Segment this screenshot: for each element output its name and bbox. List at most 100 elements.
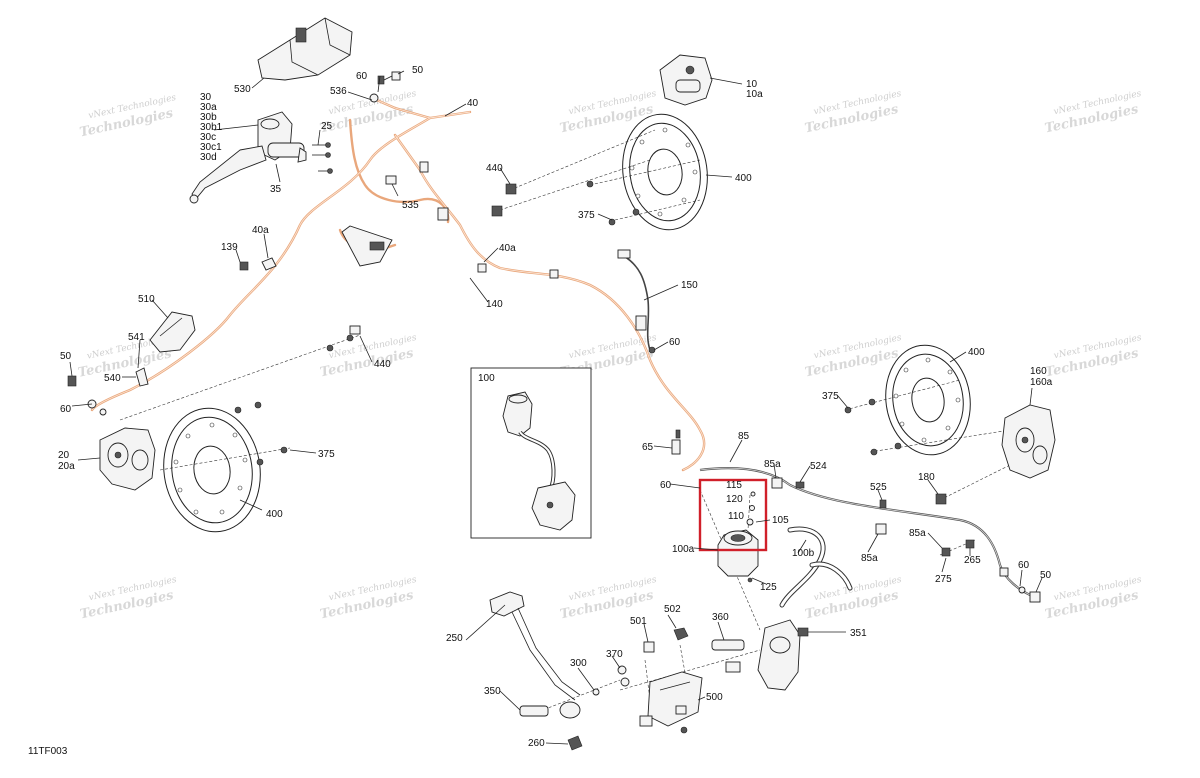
bolt-139	[239, 257, 277, 271]
caliper-20	[99, 427, 156, 491]
callout-139: 139	[221, 242, 238, 253]
callout-250: 250	[446, 633, 463, 644]
watermark: vNext Technologies Technologies	[804, 333, 903, 381]
callout-85a-a: 85a	[764, 459, 781, 470]
leader-lines	[69, 70, 1043, 745]
callout-502: 502	[664, 604, 681, 615]
callout-30: 30	[200, 92, 212, 103]
callout-375-left: 375	[318, 449, 335, 460]
callout-110: 110	[728, 511, 744, 522]
callout-501: 501	[630, 616, 647, 627]
callout-65: 65	[642, 442, 654, 453]
callout-30b: 30b	[200, 112, 217, 123]
callout-105: 105	[772, 515, 789, 526]
callout-40: 40	[467, 98, 479, 109]
bolts-25	[312, 142, 333, 174]
callout-25: 25	[321, 121, 333, 132]
callout-115: 115	[726, 480, 742, 491]
callout-535: 535	[402, 200, 419, 211]
callout-125: 125	[760, 582, 777, 593]
callout-60-lower: 60	[660, 480, 672, 491]
watermark: vNext Technologies Technologies	[79, 575, 178, 623]
brake-hose-lines	[90, 96, 706, 472]
diagram-code: 11TF003	[28, 746, 68, 757]
bracket-530	[257, 17, 353, 81]
callout-50-top: 50	[412, 65, 424, 76]
reservoir-inset: 100	[470, 367, 592, 539]
callout-60-mid: 60	[669, 337, 681, 348]
callout-50-right: 50	[1040, 570, 1052, 581]
inset-label: 100	[478, 373, 495, 384]
brake-disc-right	[885, 344, 971, 456]
callout-30c1: 30c1	[200, 142, 222, 153]
callout-275: 275	[935, 574, 952, 585]
callout-300: 300	[570, 658, 587, 669]
callout-30b1: 30b1	[200, 122, 223, 133]
watermark: vNext Technologies Technologies	[1044, 575, 1143, 623]
bolts-left-disc	[234, 325, 361, 466]
callout-20: 20	[58, 450, 70, 461]
callout-85a-c: 85a	[909, 528, 926, 539]
callout-524: 524	[810, 461, 827, 472]
guard-510	[149, 311, 196, 353]
reservoir-hose	[779, 526, 853, 608]
watermark: vNext Technologies Technologies	[804, 89, 903, 137]
bolts-top-disc	[491, 180, 640, 226]
watermark: vNext Technologies Technologies	[78, 93, 177, 141]
callout-400-right: 400	[968, 347, 985, 358]
callout-400-top: 400	[735, 173, 752, 184]
callout-160a: 160a	[1030, 377, 1053, 388]
callout-60-left: 60	[60, 404, 72, 415]
wheel-speed-sensor-150	[617, 249, 656, 354]
callout-10a: 10a	[746, 89, 763, 100]
master-cylinder-30	[189, 111, 307, 204]
brake-disc-left	[163, 407, 261, 533]
callout-260: 260	[528, 738, 545, 749]
callout-400-left: 400	[266, 509, 283, 520]
callout-440-top: 440	[486, 163, 503, 174]
callout-30c: 30c	[200, 132, 216, 143]
callout-10: 10	[746, 79, 758, 90]
watermark: vNext Technologies Technologies	[804, 575, 903, 623]
callout-labels: 530 30 30a 30b 30b1 30c 30c1 30d 35 25 6…	[58, 65, 1053, 749]
callout-370: 370	[606, 649, 623, 660]
hose-clamps	[341, 161, 559, 279]
callout-30d: 30d	[200, 152, 217, 163]
callout-100a: 100a	[672, 544, 695, 555]
watermark: vNext Technologies Technologies	[1044, 89, 1143, 137]
brake-disc-top	[622, 113, 708, 231]
fitting-65	[671, 429, 681, 455]
brake-pedal-250	[489, 591, 583, 751]
callout-530: 530	[234, 84, 251, 95]
callout-510: 510	[138, 294, 155, 305]
callout-375-top: 375	[578, 210, 595, 221]
highlight-box	[698, 478, 768, 552]
callout-350: 350	[484, 686, 501, 697]
callout-120: 120	[726, 494, 743, 505]
watermark: vNext Technologies Technologies	[319, 575, 418, 623]
caliper-10	[659, 54, 713, 106]
callout-85: 85	[738, 431, 750, 442]
callout-160: 160	[1030, 366, 1047, 377]
callout-440-left: 440	[374, 359, 391, 370]
bolts-right-disc	[844, 398, 947, 505]
callout-20a: 20a	[58, 461, 75, 472]
hardware-85a	[771, 477, 1041, 603]
callout-50-left: 50	[60, 351, 72, 362]
callout-360: 360	[712, 612, 729, 623]
bracket-540	[135, 367, 149, 387]
callout-541: 541	[128, 332, 145, 343]
callout-30a: 30a	[200, 102, 217, 113]
wheel-speed-sensor-wire	[621, 254, 651, 351]
rear-master-cylinder	[757, 619, 809, 691]
callout-375-right: 375	[822, 391, 839, 402]
callout-150: 150	[681, 280, 698, 291]
caliper-160	[1001, 404, 1056, 479]
rear-brake-line	[699, 467, 1031, 596]
callout-140: 140	[486, 299, 503, 310]
callout-500: 500	[706, 692, 723, 703]
callout-40a-mid: 40a	[499, 243, 516, 254]
banjo-fitting-left	[67, 375, 107, 416]
callout-35: 35	[270, 184, 282, 195]
